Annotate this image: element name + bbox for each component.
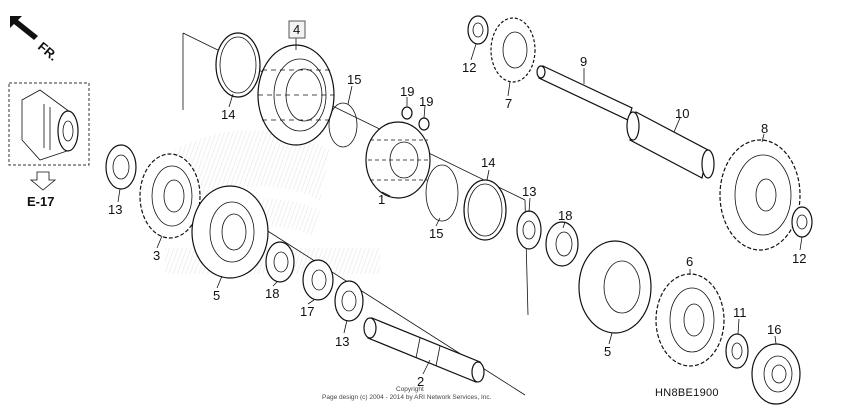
part-8-gear — [719, 139, 801, 251]
callout-15-lower: 15 — [429, 226, 443, 241]
part-13-washer-left — [105, 144, 137, 190]
callout-13-mid: 13 — [522, 184, 536, 199]
part-13-washer-lower — [334, 280, 364, 322]
part-14-snap-ring-upper — [215, 32, 261, 98]
callout-5-right: 5 — [604, 344, 611, 359]
callout-8: 8 — [761, 121, 768, 136]
callout-14-lower: 14 — [481, 155, 495, 170]
down-arrow-icon — [29, 171, 57, 191]
part-14-snap-ring-lower — [463, 179, 507, 241]
part-1-roller-cage — [365, 121, 431, 199]
leader-lines — [117, 37, 803, 375]
callout-17: 17 — [300, 304, 314, 319]
callout-6: 6 — [686, 254, 693, 269]
part-6-gear — [655, 273, 725, 367]
direction-label: FR. — [35, 39, 61, 64]
callout-16: 16 — [767, 322, 781, 337]
part-18-needle-bearing-mid — [545, 221, 579, 267]
callout-19-a: 19 — [400, 84, 414, 99]
callout-12-top: 12 — [462, 60, 476, 75]
callout-11: 11 — [733, 305, 747, 320]
callout-1: 1 — [378, 192, 385, 207]
part-16-ball-bearing — [751, 343, 801, 405]
callout-18-left: 18 — [265, 286, 279, 301]
part-15-circlip-upper — [328, 102, 358, 148]
callout-18-mid: 18 — [558, 208, 572, 223]
callout-4: 4 — [293, 22, 300, 37]
part-15-circlip-lower — [425, 164, 459, 222]
callout-labels: 4 14 15 19 19 12 7 9 10 8 13 3 5 18 17 1… — [108, 20, 806, 389]
part-18-needle-bearing-left — [265, 241, 295, 283]
callout-10: 10 — [675, 106, 689, 121]
page-ref-label: E-17 — [27, 194, 54, 209]
callout-13-left: 13 — [108, 202, 122, 217]
callout-4-box — [288, 20, 306, 39]
callout-3: 3 — [153, 248, 160, 263]
callout-15-upper: 15 — [347, 72, 361, 87]
copyright-line-1: Copyright — [396, 386, 424, 393]
callout-7: 7 — [505, 96, 512, 111]
callout-13-lower: 13 — [335, 334, 349, 349]
part-5-clutch-drum-left — [191, 185, 269, 279]
callout-2: 2 — [417, 374, 424, 389]
callout-14-upper: 14 — [221, 107, 235, 122]
part-2-countershaft — [363, 317, 485, 383]
part-9-mainshaft — [536, 65, 633, 121]
part-13-washer-mid — [516, 210, 542, 250]
part-3-gear — [139, 153, 201, 239]
callout-12-right: 12 — [792, 251, 806, 266]
part-17-needle-bearing — [302, 259, 334, 301]
part-19-rollers — [401, 106, 430, 131]
front-direction-arrow: FR. — [10, 16, 61, 64]
reference-inset: E-17 — [8, 82, 90, 209]
copyright-line-2: Page design (c) 2004 - 2014 by ARI Netwo… — [322, 394, 492, 401]
part-5-clutch-drum-right — [578, 240, 652, 334]
part-12-washer-top — [467, 15, 489, 45]
part-7-gear — [490, 17, 536, 83]
callout-5-left: 5 — [213, 288, 220, 303]
callout-19-b: 19 — [419, 94, 433, 109]
callout-9: 9 — [580, 54, 587, 69]
part-12-washer-right — [791, 206, 813, 238]
part-11-washer — [725, 333, 749, 369]
part-4-clutch-outer — [257, 44, 335, 146]
part-10-output-shaft — [626, 111, 715, 179]
diagram-code: HN8BE1900 — [655, 387, 719, 399]
